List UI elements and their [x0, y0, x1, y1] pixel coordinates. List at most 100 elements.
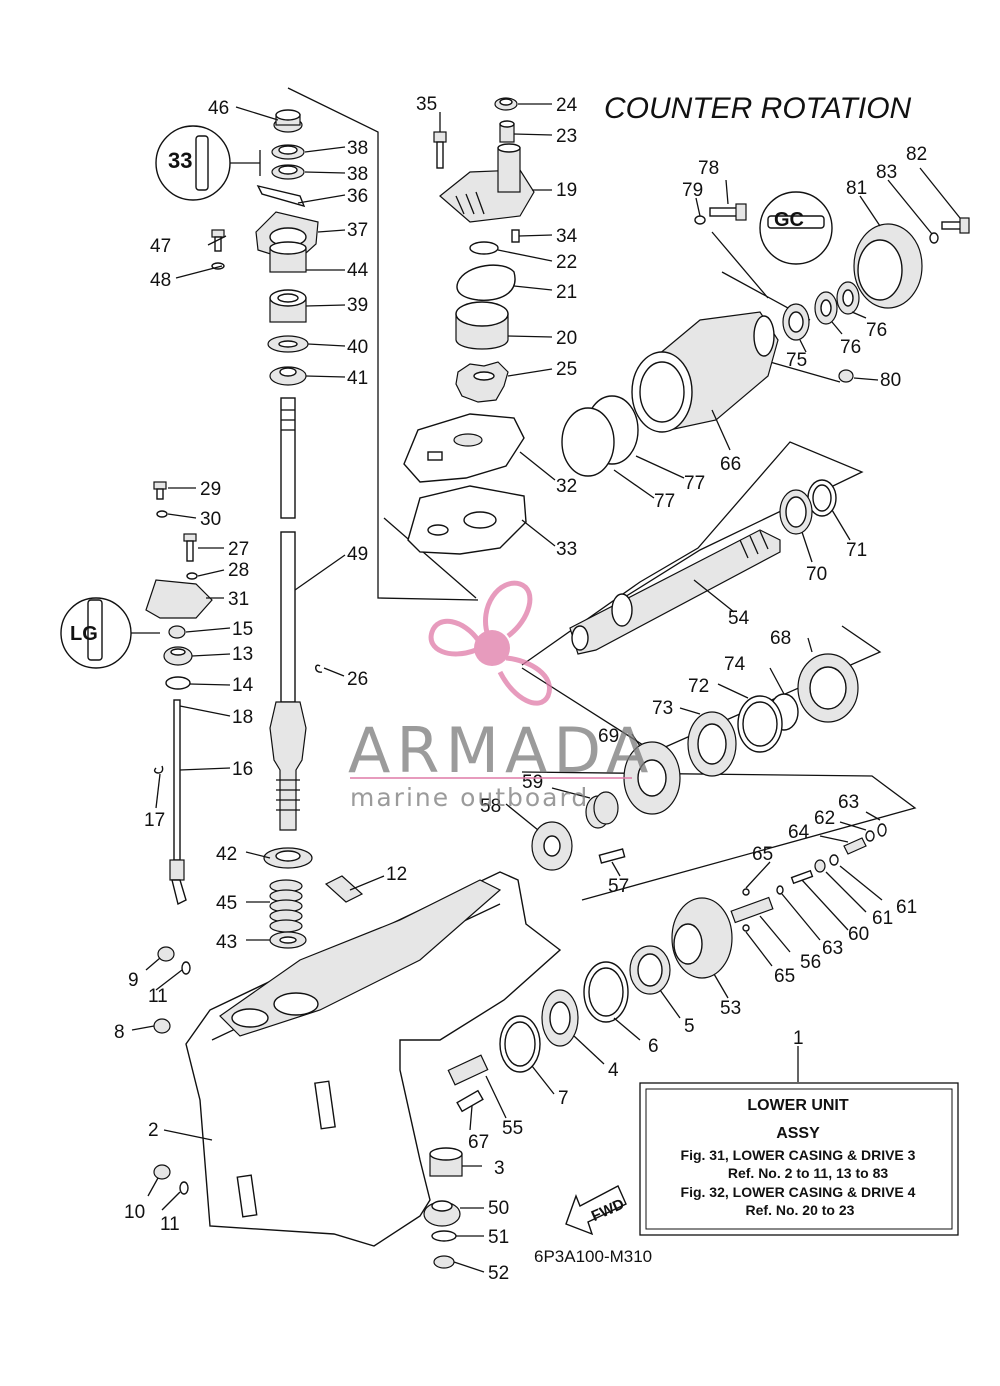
svg-text:63: 63 [838, 792, 859, 813]
svg-text:61: 61 [872, 908, 893, 929]
bolt-27 [183, 533, 197, 562]
sealant-detail-circle-2: GC [759, 191, 833, 265]
svg-text:LG: LG [70, 623, 98, 645]
bolt-82 [941, 217, 970, 234]
svg-text:64: 64 [788, 822, 810, 843]
svg-text:12: 12 [386, 864, 407, 885]
info-box-ref: 1 [793, 1028, 804, 1049]
svg-text:80: 80 [880, 370, 901, 391]
sealant-detail-circle: 33 [155, 125, 261, 201]
svg-text:26: 26 [347, 669, 368, 690]
svg-text:77: 77 [654, 491, 675, 512]
lower-casing-2 [185, 871, 562, 1247]
washer-83 [929, 232, 939, 244]
svg-text:45: 45 [216, 893, 237, 914]
bolt-47 [211, 229, 225, 252]
svg-text:46: 46 [208, 98, 229, 119]
clip-17 [153, 765, 164, 774]
svg-text:25: 25 [556, 359, 577, 380]
bearing-4 [541, 989, 579, 1047]
shim-51 [431, 1230, 457, 1242]
thrust-washer-71 [807, 479, 837, 517]
svg-text:51: 51 [488, 1227, 509, 1248]
svg-text:49: 49 [347, 544, 368, 565]
drive-shaft-49 [269, 397, 307, 831]
svg-text:63: 63 [822, 938, 843, 959]
svg-text:20: 20 [556, 328, 577, 349]
svg-text:31: 31 [228, 589, 249, 610]
pin-67 [456, 1089, 484, 1113]
anode-81 [853, 223, 923, 309]
armada-logo-icon [428, 580, 552, 706]
svg-text:50: 50 [488, 1198, 509, 1219]
shift-rod-group: LG [60, 481, 323, 906]
bearing-39 [269, 289, 307, 323]
svg-text:68: 68 [770, 628, 791, 649]
grommet-8 [153, 1018, 171, 1034]
svg-text:GC: GC [774, 209, 804, 231]
bearing-42 [263, 847, 313, 869]
leader-lines [131, 103, 961, 1273]
svg-text:53: 53 [720, 998, 741, 1019]
lower-unit-info-box: 1 LOWER UNIT ASSY Fig. 31, LOWER CASING … [639, 1028, 959, 1236]
gasket-11b [179, 1181, 189, 1195]
shim-6 [583, 961, 629, 1023]
lower-casing-group [153, 871, 562, 1247]
svg-text:79: 79 [682, 180, 703, 201]
impeller-25 [455, 361, 509, 403]
svg-text:66: 66 [720, 454, 741, 475]
svg-text:17: 17 [144, 810, 165, 831]
plug-10 [153, 1164, 171, 1180]
svg-text:5: 5 [684, 1016, 695, 1037]
svg-text:74: 74 [724, 654, 746, 675]
shift-rod-cover-31 [145, 579, 213, 619]
oil-seals-38 [271, 144, 305, 180]
svg-text:72: 72 [688, 676, 709, 697]
nut-80 [838, 369, 854, 383]
shim-40 [267, 335, 309, 353]
pump-housing-19 [439, 143, 535, 223]
nut-52 [433, 1255, 455, 1269]
propeller-shaft-54 [569, 529, 781, 655]
svg-text:69: 69 [598, 726, 619, 747]
svg-text:8: 8 [114, 1022, 125, 1043]
svg-text:65: 65 [774, 966, 795, 987]
svg-text:60: 60 [848, 924, 869, 945]
svg-text:38: 38 [347, 164, 368, 185]
sleeve-44 [269, 241, 307, 273]
plug-9 [157, 946, 175, 962]
svg-text:19: 19 [556, 180, 577, 201]
svg-text:78: 78 [698, 158, 719, 179]
svg-text:24: 24 [556, 95, 578, 116]
svg-text:37: 37 [347, 220, 368, 241]
svg-text:47: 47 [150, 236, 171, 257]
svg-text:38: 38 [347, 138, 368, 159]
shaft-housing-66 [631, 311, 779, 433]
svg-text:44: 44 [347, 260, 369, 281]
washer-79 [694, 215, 706, 225]
svg-text:83: 83 [876, 162, 897, 183]
needle-bearing-75 [782, 303, 810, 341]
thrust-bearing-70 [779, 489, 813, 535]
bearing-68 [797, 653, 859, 723]
driveshaft-group: 33 [155, 109, 319, 949]
watermark-brand: ARMADA [348, 714, 654, 787]
pin-34 [511, 229, 520, 243]
svg-text:33: 33 [556, 539, 577, 560]
svg-text:32: 32 [556, 476, 577, 497]
svg-text:4: 4 [608, 1060, 619, 1081]
svg-text:54: 54 [728, 608, 750, 629]
sleeve-23 [499, 120, 515, 143]
svg-text:6: 6 [648, 1036, 659, 1057]
washer-30 [156, 510, 168, 518]
svg-text:61: 61 [896, 897, 917, 918]
washer-28 [186, 572, 198, 580]
watermark-tagline: marine outboard [350, 783, 589, 812]
bearing-3 [429, 1147, 463, 1177]
svg-text:52: 52 [488, 1263, 509, 1284]
grommet-24 [494, 97, 518, 111]
sleeve-41 [269, 366, 307, 386]
bolt-35 [433, 131, 447, 169]
boot-13 [163, 646, 193, 666]
fwd-arrow: FWD [565, 1185, 627, 1236]
